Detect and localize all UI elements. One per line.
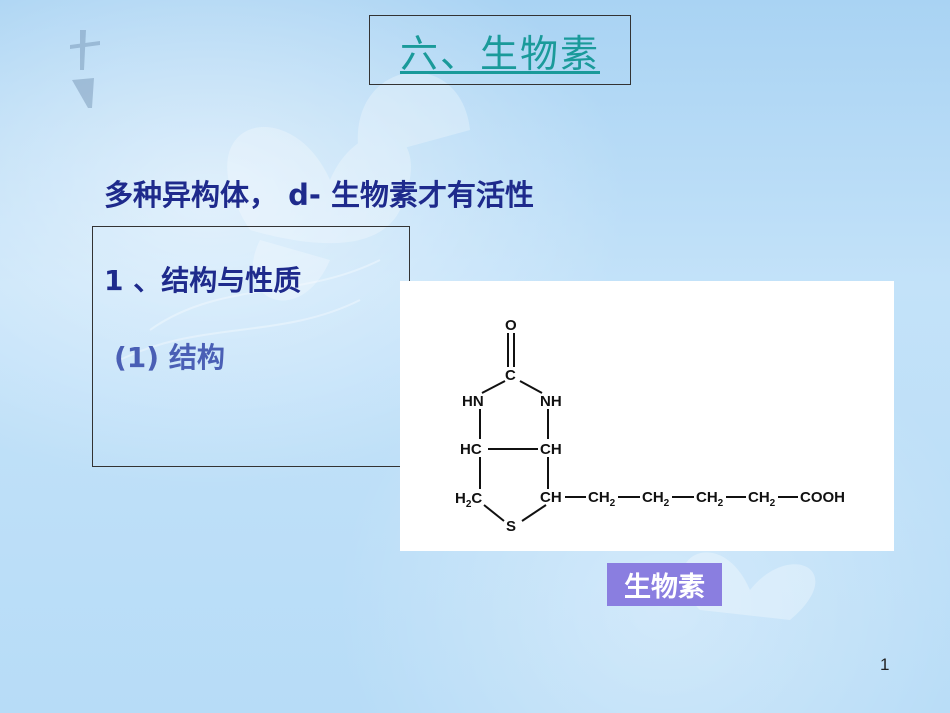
section-title: 1 、结构与性质 [104, 264, 302, 297]
page-number: 1 [880, 655, 890, 674]
slide-title: 六、生物素 [399, 31, 600, 76]
bond-line [519, 380, 543, 394]
ch2-group: CH2 [696, 489, 724, 509]
ch2-group: CH2 [748, 489, 776, 509]
bond-line [483, 504, 505, 522]
hn-group: HN [462, 393, 484, 410]
cooh-group: COOH [800, 489, 845, 506]
oxygen-atom: O [505, 317, 517, 334]
nh-group: NH [540, 393, 562, 410]
hc-group: HC [460, 441, 482, 458]
statement-text: 多种异构体， d- 生物素才有活性 [104, 178, 534, 212]
subsection-title: (1) 结构 [114, 341, 225, 374]
title-box: 六、生物素 [369, 15, 631, 85]
ch2-group: CH2 [588, 489, 616, 509]
calligraphy-decoration [70, 30, 100, 108]
sulfur-atom: S [506, 518, 516, 535]
biotin-structure-panel: O C HN NH HC CH H2C S CH CH2 CH2 CH2 CH2… [400, 281, 894, 551]
ch-group: CH [540, 441, 562, 458]
bond-line [521, 504, 547, 522]
bond-line [481, 380, 506, 394]
biotin-caption-label: 生物素 [607, 563, 722, 606]
carbonyl-carbon: C [505, 367, 516, 384]
chain-ch-group: CH [540, 489, 562, 506]
biotin-structure-diagram: O C HN NH HC CH H2C S CH CH2 CH2 CH2 CH2… [455, 317, 845, 535]
h2c-group: H2C [455, 490, 482, 510]
ch2-group: CH2 [642, 489, 670, 509]
